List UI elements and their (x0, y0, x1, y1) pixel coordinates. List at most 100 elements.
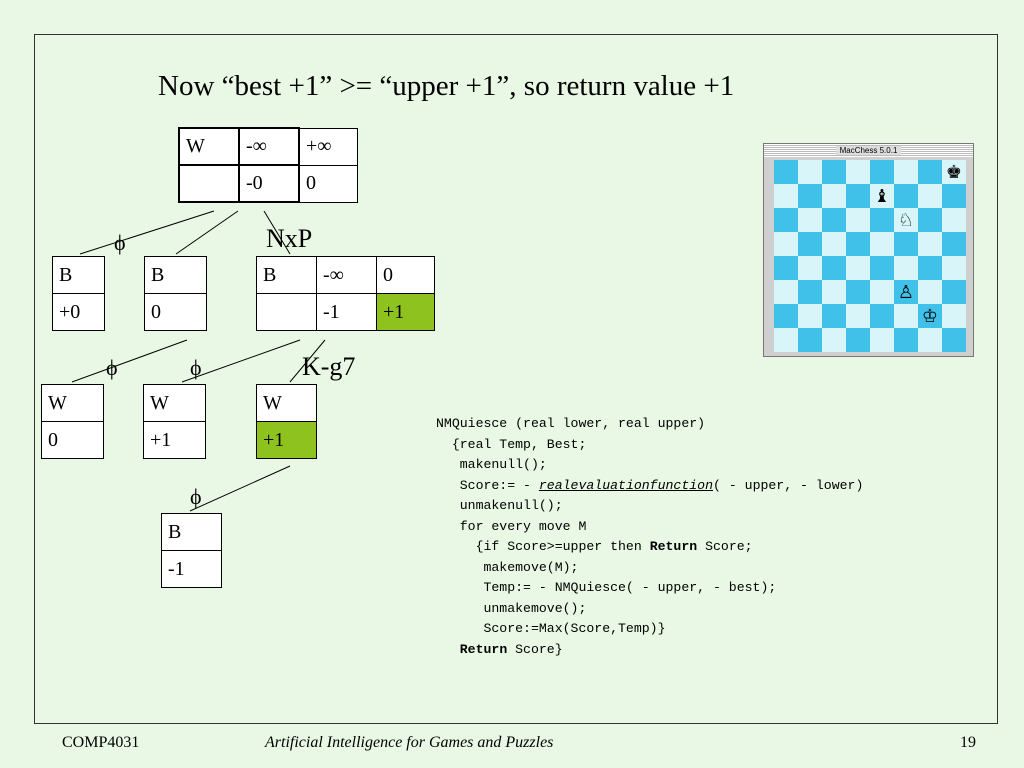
board-square-c6 (822, 208, 846, 232)
node-value: -1 (161, 550, 222, 588)
code-line: Temp:= - NMQuiesce( - upper, - best); (436, 580, 777, 595)
board-square-h8: ♚ (942, 160, 966, 184)
board-square-g3 (918, 280, 942, 304)
code-line: NMQuiesce (real lower, real upper) (436, 416, 706, 431)
slide-title: Now “best +1” >= “upper +1”, so return v… (158, 70, 735, 102)
code-line: for every move M (436, 518, 587, 534)
root-best: -0 (238, 164, 300, 203)
root-empty (178, 164, 240, 203)
board-square-d4 (846, 256, 870, 280)
board-square-e4 (870, 256, 894, 280)
board-square-b5 (798, 232, 822, 256)
board-square-a5 (774, 232, 798, 256)
code-line: makenull(); (436, 457, 547, 472)
board-square-f1 (894, 328, 918, 352)
board-square-g7 (918, 184, 942, 208)
chess-piece-icon: ♝ (873, 185, 891, 207)
board-square-h3 (942, 280, 966, 304)
board-square-e2 (870, 304, 894, 328)
board-square-c8 (822, 160, 846, 184)
board-square-d7 (846, 184, 870, 208)
board-square-d8 (846, 160, 870, 184)
board-square-e6 (870, 208, 894, 232)
node-value: 0 (41, 421, 104, 459)
board-square-g8 (918, 160, 942, 184)
board-square-h5 (942, 232, 966, 256)
board-square-g6 (918, 208, 942, 232)
board-square-e5 (870, 232, 894, 256)
board-square-a7 (774, 184, 798, 208)
board-square-b1 (798, 328, 822, 352)
root-upper: +∞ (298, 127, 358, 166)
node-upper: 0 (376, 256, 435, 294)
chess-piece-icon: ♘ (897, 209, 915, 231)
node-best: -1 (316, 293, 377, 331)
board-square-g1 (918, 328, 942, 352)
node-player: W (41, 384, 104, 422)
code-line: {real Temp, Best; (436, 436, 587, 452)
board-square-f4 (894, 256, 918, 280)
node-lower: -∞ (316, 256, 377, 294)
chess-window: MacChess 5.0.1 ♚ ♝ ♘ ♙ ♔ (763, 143, 974, 357)
board-square-h7 (942, 184, 966, 208)
node-value: +1 (143, 421, 206, 459)
board-square-b8 (798, 160, 822, 184)
root-lower: -∞ (238, 127, 300, 166)
footer-course: COMP4031 (62, 734, 140, 751)
board-square-e8 (870, 160, 894, 184)
tree-node-l3: B -1 (161, 513, 222, 588)
board-square-a2 (774, 304, 798, 328)
node-player: W (143, 384, 206, 422)
node-empty (256, 293, 317, 331)
tree-node-l1-c: B -∞ 0 -1 +1 (256, 256, 435, 331)
root-player: W (178, 127, 240, 166)
board-square-e3 (870, 280, 894, 304)
board-square-a3 (774, 280, 798, 304)
phi-label: ϕ (106, 355, 118, 380)
chess-window-title: MacChess 5.0.1 (764, 144, 973, 157)
code-line: makemove(M); (436, 559, 579, 575)
board-square-h6 (942, 208, 966, 232)
board-square-c7 (822, 184, 846, 208)
board-square-c5 (822, 232, 846, 256)
phi-label: ϕ (114, 230, 126, 255)
board-square-c4 (822, 256, 846, 280)
footer-page-number: 19 (960, 734, 976, 751)
board-square-c2 (822, 304, 846, 328)
board-square-f5 (894, 232, 918, 256)
tree-node-l2-a: W 0 (41, 384, 104, 459)
chess-piece-icon: ♚ (945, 161, 963, 183)
code-line: Score:=Max(Score,Temp)} (436, 621, 666, 636)
board-square-b4 (798, 256, 822, 280)
pseudocode-block: NMQuiesce (real lower, real upper) {real… (436, 414, 863, 660)
code-line: Return Score} (459, 641, 563, 657)
chess-board: ♚ ♝ ♘ ♙ ♔ (774, 160, 966, 352)
phi-label: ϕ (190, 484, 202, 509)
move-label-kg7: K-g7 (302, 352, 356, 381)
board-square-h4 (942, 256, 966, 280)
node-value-highlight: +1 (376, 293, 435, 331)
node-value-highlight: +1 (256, 421, 317, 459)
chess-piece-icon: ♙ (897, 281, 915, 303)
root-value: 0 (298, 164, 358, 203)
footer-course-title: Artificial Intelligence for Games and Pu… (265, 734, 554, 751)
board-square-d1 (846, 328, 870, 352)
board-square-f6: ♘ (894, 208, 918, 232)
code-line: {if Score>=upper then Return Score; (436, 539, 753, 554)
board-square-h1 (942, 328, 966, 352)
chess-piece-icon: ♔ (921, 305, 939, 327)
board-square-c3 (822, 280, 846, 304)
node-player: B (144, 256, 207, 294)
node-value: +0 (52, 293, 105, 331)
board-square-f2 (894, 304, 918, 328)
board-square-g5 (918, 232, 942, 256)
board-square-b7 (798, 184, 822, 208)
code-line: unmakenull(); (436, 498, 563, 513)
board-square-d5 (846, 232, 870, 256)
board-square-a4 (774, 256, 798, 280)
board-square-a6 (774, 208, 798, 232)
node-player: B (52, 256, 105, 294)
tree-root-node: W -∞ +∞ -0 0 (178, 127, 358, 203)
node-player: B (256, 256, 317, 294)
